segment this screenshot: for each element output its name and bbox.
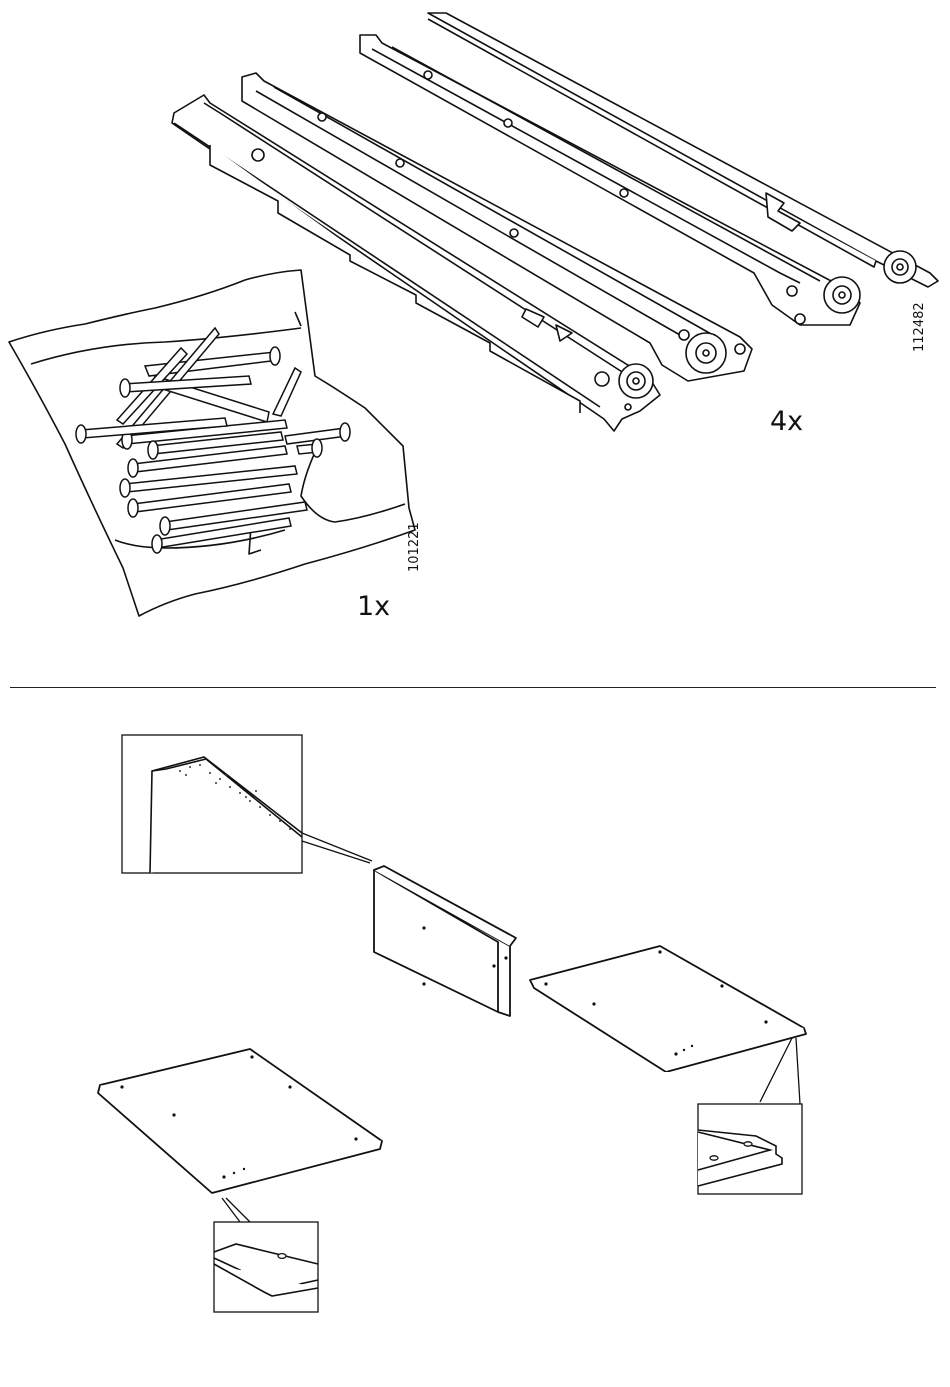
horizontal-panel-left bbox=[94, 1045, 389, 1195]
runners-quantity: 4x bbox=[770, 406, 803, 437]
runners-part-number: 112482 bbox=[912, 302, 927, 352]
nails-quantity: 1x bbox=[357, 591, 390, 622]
section-divider bbox=[10, 687, 936, 688]
vertical-panel bbox=[368, 862, 528, 1022]
nails-part-number: 101221 bbox=[407, 522, 422, 572]
edge-detail-laminate bbox=[120, 733, 380, 878]
edge-detail-groove-left bbox=[210, 1196, 325, 1316]
edge-detail-groove-right bbox=[696, 1036, 806, 1198]
nails-bag-illustration bbox=[5, 268, 425, 628]
